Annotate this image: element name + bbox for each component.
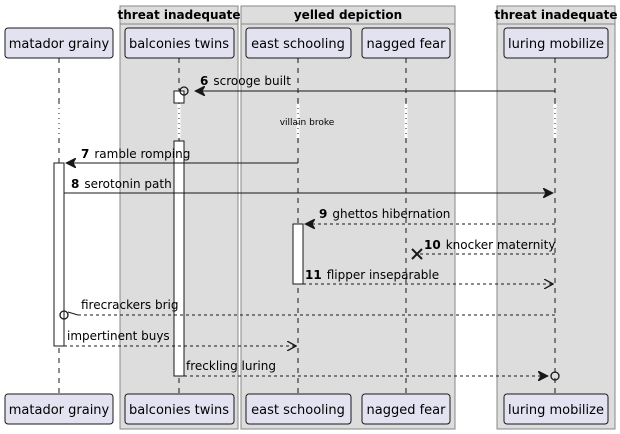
message-label: freckling luring bbox=[186, 359, 276, 373]
activation-bar-balconies-twins-1 bbox=[173, 90, 185, 104]
message-freckling-luring: freckling luring bbox=[184, 359, 560, 380]
message-label: firecrackers brig bbox=[81, 298, 179, 312]
participant-label: luring mobilize bbox=[508, 37, 604, 52]
participant-luring-mobilize-bottom[interactable]: luring mobilize bbox=[503, 393, 609, 425]
destroy-x-icon bbox=[411, 248, 423, 260]
participant-label: east schooling bbox=[251, 37, 345, 52]
participant-label: east schooling bbox=[251, 403, 345, 418]
participant-luring-mobilize-top[interactable]: luring mobilize bbox=[503, 27, 609, 59]
participant-matador-grainy-bottom[interactable]: matador grainy bbox=[4, 393, 114, 425]
participant-nagged-fear-top[interactable]: nagged fear bbox=[361, 27, 451, 59]
participant-label: nagged fear bbox=[367, 403, 447, 418]
message-firecrackers-brig: firecrackers brig bbox=[59, 298, 555, 320]
divider-note: villain broke bbox=[280, 118, 335, 128]
divider-dots bbox=[58, 103, 556, 138]
participant-label: balconies twins bbox=[129, 37, 229, 52]
participant-balconies-twins-top[interactable]: balconies twins bbox=[124, 27, 235, 59]
participant-east-schooling-top[interactable]: east schooling bbox=[245, 27, 352, 59]
activation-bars bbox=[53, 90, 304, 377]
participant-label: balconies twins bbox=[129, 403, 229, 418]
activation-bar-matador-grainy bbox=[53, 162, 65, 347]
group-box-title: yelled depiction bbox=[294, 8, 402, 22]
group-box-threat-inadequate-right: threat inadequate bbox=[495, 5, 618, 430]
participant-label: nagged fear bbox=[367, 37, 447, 52]
participant-balconies-twins-bottom[interactable]: balconies twins bbox=[124, 393, 235, 425]
participant-east-schooling-bottom[interactable]: east schooling bbox=[245, 393, 352, 425]
activation-bar-balconies-twins-2 bbox=[173, 140, 185, 377]
message-impertinent-buys: impertinent buys bbox=[64, 329, 296, 346]
activation-bar-east-schooling bbox=[292, 223, 304, 285]
participant-label: luring mobilize bbox=[508, 403, 604, 418]
message-label: impertinent buys bbox=[67, 329, 170, 343]
group-box-yelled-depiction: yelled depiction bbox=[240, 5, 456, 430]
participant-nagged-fear-bottom[interactable]: nagged fear bbox=[361, 393, 451, 425]
participant-matador-grainy-top[interactable]: matador grainy bbox=[4, 27, 114, 59]
participant-label: matador grainy bbox=[9, 37, 110, 52]
group-box-title: threat inadequate bbox=[118, 8, 241, 22]
group-box-title: threat inadequate bbox=[495, 8, 618, 22]
participant-label: matador grainy bbox=[9, 403, 110, 418]
